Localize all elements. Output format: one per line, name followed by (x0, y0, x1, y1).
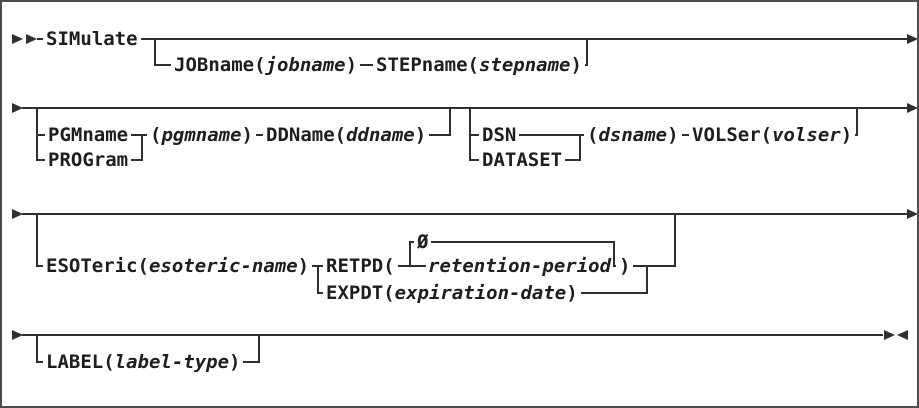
term-esoteric: ESOTeric(esoteric-name) (43, 255, 313, 277)
keyword-text: ) (566, 282, 578, 304)
variable-text: ddname (346, 124, 415, 146)
keyword-text: ( (587, 124, 599, 146)
rail-v (674, 213, 676, 267)
rail-v (317, 265, 319, 294)
term-ddname: DDName(ddname) (263, 124, 430, 146)
rail-v (579, 134, 581, 161)
rail-v (613, 241, 615, 267)
keyword-text: ) (345, 54, 358, 76)
variable-text: dsname (598, 124, 668, 146)
keyword-text: ) (241, 124, 253, 146)
variable-text: stepname (478, 54, 571, 76)
rail-v (258, 334, 260, 363)
term-default-zero: Ø (414, 231, 432, 253)
keyword-text: STEPname( (376, 54, 479, 76)
rail-h (22, 334, 883, 336)
end-arrow-left-icon (897, 330, 908, 340)
keyword-text: DDName( (266, 124, 347, 146)
rail-h (37, 38, 908, 40)
rail-h (154, 64, 587, 66)
term-jobname: JOBname(jobname) (171, 54, 361, 76)
keyword-text: RETPD( (326, 255, 395, 277)
rail-v (36, 214, 38, 267)
variable-text: label-type (114, 351, 230, 373)
rail-h (22, 213, 908, 215)
variable-text: volser (772, 124, 841, 146)
rail-v (856, 107, 858, 136)
start-arrow-icon (12, 34, 23, 44)
keyword-text: ) (667, 124, 679, 146)
term-retpd-close: ) (616, 255, 634, 277)
keyword-text: ) (297, 255, 310, 277)
term-dsn: DSN (479, 124, 520, 146)
keyword-text: ) (619, 255, 631, 277)
continue-arrow-icon (907, 209, 917, 219)
keyword-text: ) (840, 124, 853, 146)
term-volser: VOLSer(volser) (689, 124, 856, 146)
variable-text: retention-period (428, 255, 612, 277)
keyword-text: LABEL( (46, 351, 115, 373)
continue-arrow-icon (12, 103, 23, 113)
term-program: PROGram (45, 149, 132, 171)
term-label: LABEL(label-type) (43, 351, 244, 373)
variable-text: expiration-date (394, 282, 567, 304)
term-stepname: STEPname(stepname) (373, 54, 585, 76)
keyword-text: ESOTeric( (46, 255, 149, 277)
continue-arrow-icon (12, 209, 23, 219)
rail-v (36, 335, 38, 363)
end-arrow-right-icon (884, 330, 895, 340)
term-dsname-arg: (dsname) (584, 124, 682, 146)
rail-v (154, 39, 156, 66)
start-arrow-icon (26, 34, 37, 44)
continue-arrow-icon (907, 103, 917, 113)
keyword-text: EXPDT( (326, 282, 395, 304)
variable-text: jobname (265, 54, 346, 76)
rail-h (22, 107, 908, 109)
default-value-text: Ø (417, 231, 429, 253)
keyword-text: ( (150, 124, 162, 146)
keyword-text: ) (570, 54, 582, 76)
term-pgmname: PGMname (45, 124, 132, 146)
variable-text: esoteric-name (148, 255, 298, 277)
keyword-text: SIMulate (46, 28, 138, 50)
keyword-text: PGMname (48, 124, 129, 146)
term-pgmname-arg: (pgmname) (147, 124, 256, 146)
term-simulate: SIMulate (43, 28, 141, 50)
term-expdt: EXPDT(expiration-date) (323, 282, 581, 304)
keyword-text: JOBname( (174, 54, 266, 76)
keyword-text: VOLSer( (692, 124, 773, 146)
rail-v (646, 265, 648, 294)
continue-arrow-icon (12, 330, 23, 340)
rail-v (449, 107, 451, 136)
rail-v (586, 39, 588, 66)
keyword-text: ) (229, 351, 241, 373)
term-retpd: RETPD( (323, 255, 398, 277)
rail-v (409, 241, 411, 267)
keyword-text: PROGram (48, 149, 129, 171)
keyword-text: DATASET (482, 149, 563, 171)
rail-v (141, 134, 143, 161)
keyword-text: DSN (482, 124, 517, 146)
keyword-text: ) (414, 124, 427, 146)
variable-text: pgmname (161, 124, 242, 146)
continue-arrow-icon (907, 34, 917, 44)
term-retention-period: retention-period (426, 255, 614, 277)
term-dataset: DATASET (479, 149, 566, 171)
rail-h (410, 241, 615, 243)
